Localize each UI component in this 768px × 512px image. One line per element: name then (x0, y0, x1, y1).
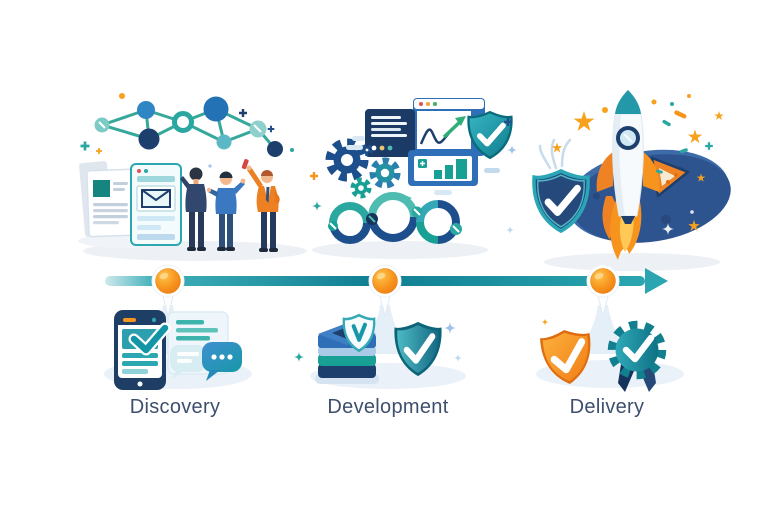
scene1-sparkles (80, 93, 294, 168)
shield-check-badge-icon (342, 313, 376, 353)
bar-chart-panel-icon (408, 150, 478, 186)
analytics-browser-icon (413, 98, 485, 156)
timeline-node-2 (368, 264, 402, 317)
gears-icon (325, 138, 401, 199)
envelope-icon (141, 189, 171, 208)
shield-check-icon (532, 138, 590, 233)
person-blue (206, 171, 246, 251)
stage-label-development: Development (327, 396, 449, 418)
email-browser-window-icon (130, 163, 182, 246)
people-discussion-icon (180, 159, 280, 252)
scene2-sparkles (310, 118, 517, 234)
splash-lines (538, 138, 572, 170)
code-panel-icon (365, 109, 415, 157)
shield-check-icon (467, 111, 513, 159)
development-bottom-icons (294, 313, 466, 389)
stage-label-discovery: Discovery (129, 396, 221, 418)
growth-arrow-icon (442, 116, 466, 139)
devops-loop-icon (328, 192, 462, 244)
timeline-node-1 (151, 264, 185, 317)
person-orange (241, 159, 280, 252)
stars-confetti-icon (551, 94, 724, 235)
light-chat-bubble-icon (170, 345, 206, 380)
phone-checklist-icon (114, 310, 171, 390)
timeline-arrowhead (645, 268, 668, 294)
award-rosette-icon (607, 320, 667, 392)
rocket-icon (596, 90, 660, 260)
report-document-icon (79, 161, 136, 238)
check-mark-icon (128, 322, 171, 356)
message-flag-icon (650, 156, 690, 198)
network-nodes (94, 96, 283, 157)
person-navy (180, 167, 207, 251)
chat-bubble-icon (202, 342, 242, 381)
discovery-bottom-icons (104, 310, 252, 390)
delivery-bottom-icons (536, 318, 684, 392)
shield-check-orange-icon (539, 327, 595, 387)
stage-label-delivery: Delivery (569, 396, 645, 418)
timeline-node-3 (586, 264, 620, 317)
team-collaboration-scene (78, 93, 307, 261)
rocket-launch-scene (532, 90, 731, 271)
shield-check-icon (394, 321, 442, 377)
build-and-monitor-scene (310, 98, 517, 259)
